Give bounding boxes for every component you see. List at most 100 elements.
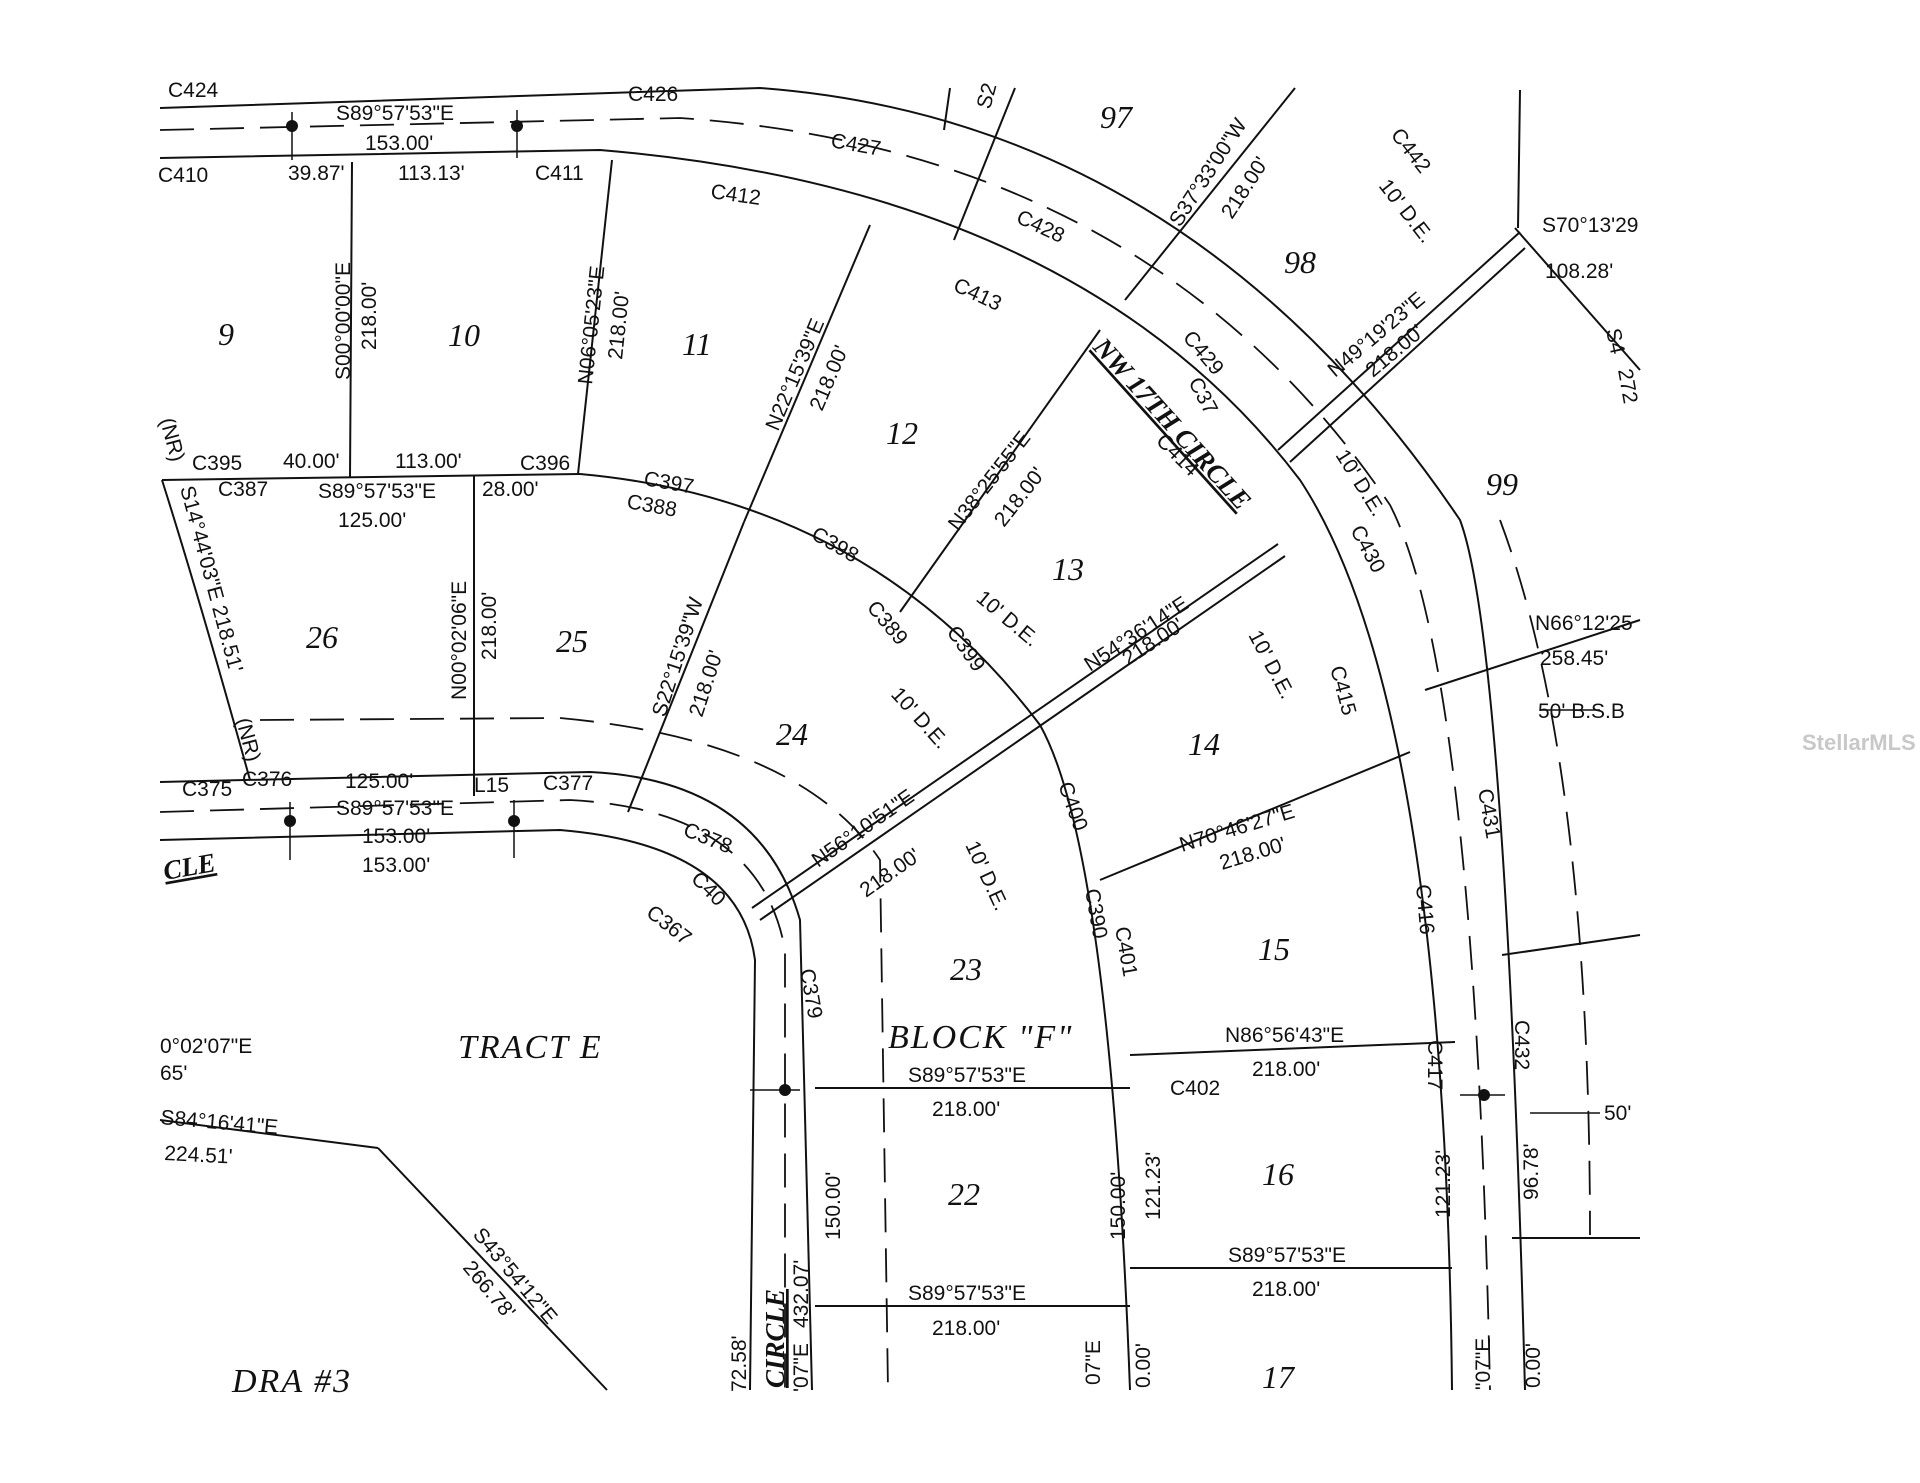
curve-label: C390 (1080, 887, 1111, 940)
distance-label: 218.00' (1252, 1058, 1320, 1081)
bearing-label: N66°12'25 (1535, 612, 1633, 635)
lot-10: 10 (448, 317, 480, 353)
bearing-label: N86°56'43"E (1225, 1024, 1344, 1047)
bearing-label: N06°05'23"E (574, 265, 609, 386)
lot-24: 24 (776, 716, 808, 752)
lot-17: 17 (1262, 1359, 1296, 1395)
lot-12: 12 (886, 415, 918, 451)
distance-label: 28.00' (482, 478, 539, 501)
distance-label: 153.00' (362, 825, 430, 848)
nr-label: (NR) (231, 715, 265, 764)
distance-label: 218.00' (932, 1317, 1000, 1340)
curve-label: C375 (182, 778, 232, 801)
easement-label: 10' D.E. (1374, 175, 1438, 248)
distance-label: 50' B.S.B (1538, 700, 1625, 723)
lot-23: 23 (950, 951, 982, 987)
bearing-label: S84°16'41"E (160, 1106, 280, 1139)
distance-label: 113.00' (395, 450, 462, 473)
bearing-label: S89°57'53"E (908, 1282, 1026, 1305)
curve-label: C428 (1013, 206, 1068, 248)
curve-label: C424 (168, 79, 219, 102)
bearing-fragment: S4 (1601, 326, 1629, 356)
curve-label: C413 (950, 274, 1005, 316)
distance-label: 39.87' (288, 162, 345, 185)
bearing-label: S89°57'53"E (336, 102, 454, 125)
bearing-label: '07"E (790, 1343, 813, 1392)
street-circle-south: CIRCLE (760, 1289, 790, 1388)
distance-label: 40.00' (283, 450, 340, 473)
distance-label: 218.00' (856, 844, 925, 902)
bearing-label: S89°57'53"E (1228, 1244, 1346, 1267)
block-label: BLOCK "F" (888, 1019, 1073, 1056)
distance-label: 218.00' (685, 648, 728, 720)
distance-label: 272 (1613, 367, 1642, 406)
tract-dra3-label: DRA #3 (231, 1363, 352, 1400)
distance-label: 96.78' (1520, 1143, 1543, 1200)
easement-label: 10' D.E. (1331, 445, 1390, 520)
lot-26: 26 (306, 619, 338, 655)
distance-label: 218.00' (932, 1098, 1000, 1121)
bearing-label: S00°00'00"E (332, 262, 355, 380)
curve-label: C401 (1110, 925, 1141, 978)
distance-label: 125.00' (338, 509, 406, 532)
lot-11: 11 (682, 326, 712, 362)
distance-label: 153.00' (362, 854, 430, 877)
curve-label: C367 (642, 901, 696, 950)
street-nw17th: NW 17TH CIRCLE (1087, 331, 1257, 515)
distance-label: 218.00' (604, 290, 634, 360)
curve-label: C376 (242, 768, 292, 791)
tract-e-label: TRACT E (458, 1029, 603, 1066)
nr-label: (NR) (155, 415, 189, 464)
distance-label: 113.13' (398, 162, 465, 185)
bearing-label: S70°13'29 (1542, 214, 1639, 237)
distance-label: 153.00' (365, 132, 433, 155)
curve-label: C402 (1170, 1077, 1220, 1100)
bearing-label: 07"E (1082, 1340, 1105, 1385)
distance-label: 121.23' (1142, 1152, 1165, 1220)
distance-label: 121.23' (1432, 1150, 1455, 1218)
lot-22: 22 (948, 1176, 980, 1212)
lot-15: 15 (1258, 931, 1290, 967)
lot-lines (159, 87, 1641, 1391)
curve-label: C442 (1386, 124, 1435, 178)
curve-label: C387 (218, 478, 268, 501)
bearing-label: 0°02'07"E (160, 1035, 252, 1058)
street-circle-west: CLE (161, 847, 218, 886)
curve-label: C410 (158, 164, 208, 187)
easement-label: 10' D.E. (960, 837, 1012, 914)
bearing-label: S89°57'53"E (336, 797, 454, 820)
distance-label: 0.00' (1132, 1343, 1155, 1388)
distance-label: 218.00' (1252, 1278, 1320, 1301)
curve-label: C432 (1510, 1020, 1533, 1070)
curve-label: C430 (1346, 522, 1390, 577)
distance-label: 0.00' (1522, 1343, 1545, 1388)
curve-label: C377 (543, 772, 593, 795)
curve-label: C400 (1053, 779, 1092, 834)
curve-label: C37 (1184, 374, 1222, 419)
curve-label: C399 (942, 622, 990, 676)
distance-label: 224.51' (164, 1142, 233, 1169)
distance-label: 150.00' (1107, 1172, 1130, 1240)
distance-label: 125.00' (345, 770, 413, 793)
easement-label: 10' D.E. (1244, 627, 1299, 703)
lot-13: 13 (1052, 551, 1084, 587)
curve-label: C411 (535, 162, 584, 185)
curve-label: C431 (1473, 787, 1504, 840)
distance-label: 218.00' (478, 592, 501, 660)
distance-label: 65' (160, 1062, 187, 1085)
bearing-label: "07"E (1472, 1338, 1495, 1390)
lot-9: 9 (218, 316, 234, 352)
bearing-fragment: S2 (973, 81, 1002, 112)
lot-25: 25 (556, 623, 588, 659)
bearing-label: S89°57'53"E (908, 1064, 1026, 1087)
distance-label: 72.58' (728, 1335, 751, 1392)
easement-label: 10' D.E. (972, 586, 1044, 651)
road-lines (159, 86, 1526, 1391)
bearing-label: S89°57'53"E (318, 480, 436, 503)
distance-label: 50' (1604, 1102, 1631, 1125)
bearing-label: N00°02'06"E (448, 581, 471, 700)
curve-label: C398 (808, 522, 863, 567)
curve-label: C426 (628, 83, 678, 106)
easement-label: 10' D.E. (886, 683, 953, 753)
